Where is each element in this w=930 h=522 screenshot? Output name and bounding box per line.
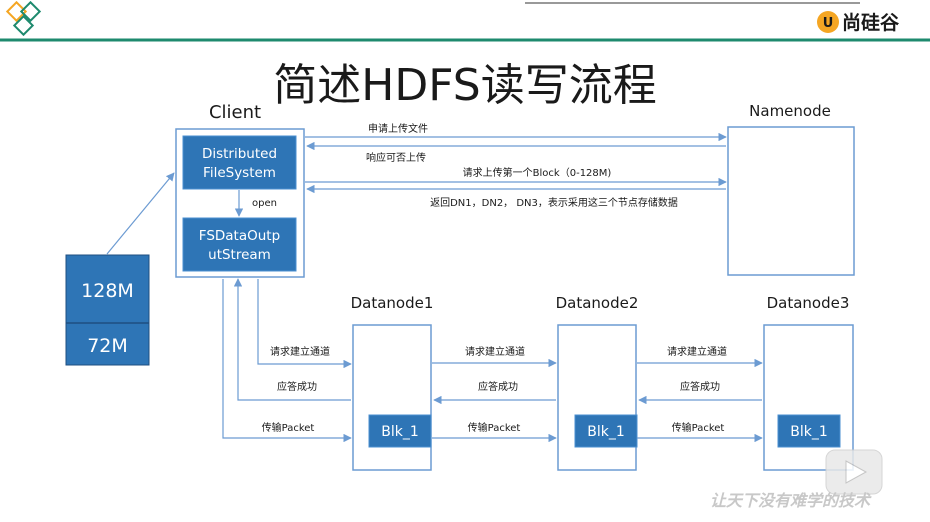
play-icon xyxy=(845,460,868,484)
msg3-label: 请求上传第一个Block（0-128M) xyxy=(463,166,612,179)
brand-logo: U 尚硅谷 xyxy=(817,11,900,34)
blk-dn2 xyxy=(574,414,638,448)
namenode-box xyxy=(727,126,855,276)
namenode-label: Namenode xyxy=(749,102,831,120)
fsdataoutputstream-box xyxy=(182,217,297,272)
block-72m: 72M xyxy=(87,335,128,357)
blk-dn2-label: Blk_1 xyxy=(587,424,625,440)
dn3-dn2-ack-label: 应答成功 xyxy=(680,380,720,393)
page-title: 简述HDFS读写流程 xyxy=(273,60,656,111)
play-button[interactable] xyxy=(825,449,883,495)
client-dn1-packet-arrow xyxy=(222,279,352,443)
msg4-label: 返回DN1，DN2， DN3，表示采用这三个节点存储数据 xyxy=(430,196,678,209)
brand-name: 尚硅谷 xyxy=(842,11,900,34)
datanode2-label: Datanode2 xyxy=(556,294,639,312)
dn2-dn1-ack-label: 应答成功 xyxy=(478,380,518,393)
blk-dn1 xyxy=(368,414,432,448)
blk-dn3 xyxy=(777,414,841,448)
dn2-dn3-request-label: 请求建立通道 xyxy=(667,345,727,358)
msg1-label: 申请上传文件 xyxy=(368,122,428,135)
fsdos-line-2: utStream xyxy=(208,247,271,263)
msg2-label: 响应可否上传 xyxy=(366,151,426,164)
file-blocks xyxy=(65,254,150,366)
client-dn1-request-arrow xyxy=(257,279,352,369)
datanode3-box xyxy=(763,324,854,471)
dfs-line-1: Distributed xyxy=(202,146,277,162)
watermark: 让天下没有难学的技术 xyxy=(710,491,872,510)
datanode1-label: Datanode1 xyxy=(351,294,434,312)
dfs-line-2: FileSystem xyxy=(203,165,276,181)
dn1-client-ack-label: 应答成功 xyxy=(277,380,317,393)
client-dn1-request-label: 请求建立通道 xyxy=(270,345,330,358)
distributed-filesystem-box xyxy=(182,135,297,190)
dn1-dn2-packet-label: 传输Packet xyxy=(468,421,521,434)
blk-dn1-label: Blk_1 xyxy=(381,424,419,440)
client-label: Client xyxy=(209,102,261,123)
client-dn1-packet-label: 传输Packet xyxy=(262,421,315,434)
brand-logo-icon xyxy=(817,11,839,33)
block-128m: 128M xyxy=(81,280,134,302)
file-to-client-arrow xyxy=(106,172,175,255)
datanode1-box xyxy=(352,324,432,471)
brand-logo-diamonds xyxy=(5,0,42,37)
datanode2-box xyxy=(557,324,637,471)
blk-dn3-label: Blk_1 xyxy=(790,424,828,440)
open-label: open xyxy=(252,198,277,209)
svg-text:U: U xyxy=(823,16,834,31)
dn1-dn2-request-label: 请求建立通道 xyxy=(465,345,525,358)
dn2-dn3-packet-label: 传输Packet xyxy=(672,421,725,434)
dn1-client-ack-arrow xyxy=(233,278,351,401)
fsdos-line-1: FSDataOutp xyxy=(199,228,280,244)
datanode3-label: Datanode3 xyxy=(767,294,850,312)
